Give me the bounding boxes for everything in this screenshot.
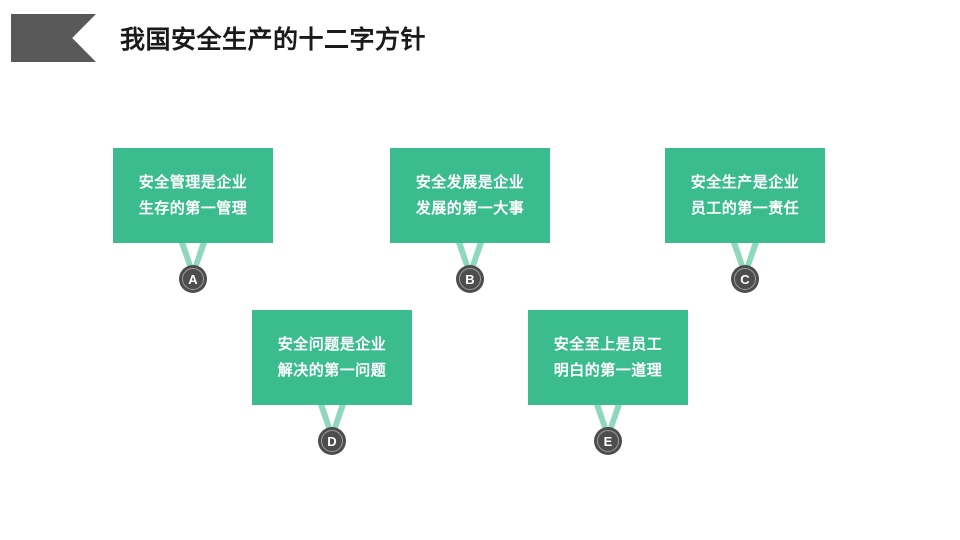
badge-letter-d: D bbox=[327, 433, 337, 449]
card-box-c[interactable]: 安全生产是企业员工的第一责任 bbox=[665, 148, 825, 243]
ribbon-strand-left-a bbox=[179, 243, 194, 267]
badge-letter-a: A bbox=[188, 271, 198, 287]
ribbon-strand-right-a bbox=[192, 243, 207, 267]
badge-medal-c[interactable]: C bbox=[731, 265, 759, 293]
badge-medal-b[interactable]: B bbox=[456, 265, 484, 293]
card-box-a[interactable]: 安全管理是企业生存的第一管理 bbox=[113, 148, 273, 243]
badge-ring-a: A bbox=[182, 268, 204, 290]
card-box-e[interactable]: 安全至上是员工明白的第一道理 bbox=[528, 310, 688, 405]
flag-ribbon-icon bbox=[11, 14, 96, 62]
badge-letter-b: B bbox=[465, 271, 475, 287]
badge-ring-d: D bbox=[321, 430, 343, 452]
ribbon-strand-right-c bbox=[744, 243, 759, 267]
badge-letter-c: C bbox=[740, 271, 750, 287]
ribbon-strand-left-e bbox=[594, 405, 609, 429]
card-box-d[interactable]: 安全问题是企业解决的第一问题 bbox=[252, 310, 412, 405]
badge-medal-a[interactable]: A bbox=[179, 265, 207, 293]
ribbon-strand-right-b bbox=[469, 243, 484, 267]
card-text-line1-b: 安全发展是企业 bbox=[415, 173, 525, 191]
page-title: 我国安全生产的十二字方针 bbox=[120, 26, 427, 54]
badge-ring-c: C bbox=[734, 268, 756, 290]
card-text-line1-e: 安全至上是员工 bbox=[553, 335, 663, 353]
card-text-line2-e: 明白的第一道理 bbox=[553, 361, 663, 379]
card-text-line2-c: 员工的第一责任 bbox=[690, 199, 800, 217]
card-text-line1-a: 安全管理是企业 bbox=[138, 173, 248, 191]
card-box-b[interactable]: 安全发展是企业发展的第一大事 bbox=[390, 148, 550, 243]
card-text-line1-c: 安全生产是企业 bbox=[690, 173, 800, 191]
badge-ring-e: E bbox=[597, 430, 619, 452]
card-text-line2-d: 解决的第一问题 bbox=[277, 361, 387, 379]
badge-medal-e[interactable]: E bbox=[594, 427, 622, 455]
ribbon-strand-right-e bbox=[607, 405, 622, 429]
ribbon-strand-right-d bbox=[331, 405, 346, 429]
badge-letter-e: E bbox=[603, 433, 613, 449]
badge-ring-b: B bbox=[459, 268, 481, 290]
card-text-line2-b: 发展的第一大事 bbox=[415, 199, 525, 217]
slide-header: 我国安全生产的十二字方针 bbox=[0, 0, 960, 80]
ribbon-strand-left-d bbox=[318, 405, 333, 429]
ribbon-strand-left-b bbox=[456, 243, 471, 267]
ribbon-strand-left-c bbox=[731, 243, 746, 267]
card-text-line2-a: 生存的第一管理 bbox=[138, 199, 248, 217]
badge-medal-d[interactable]: D bbox=[318, 427, 346, 455]
card-text-line1-d: 安全问题是企业 bbox=[277, 335, 387, 353]
